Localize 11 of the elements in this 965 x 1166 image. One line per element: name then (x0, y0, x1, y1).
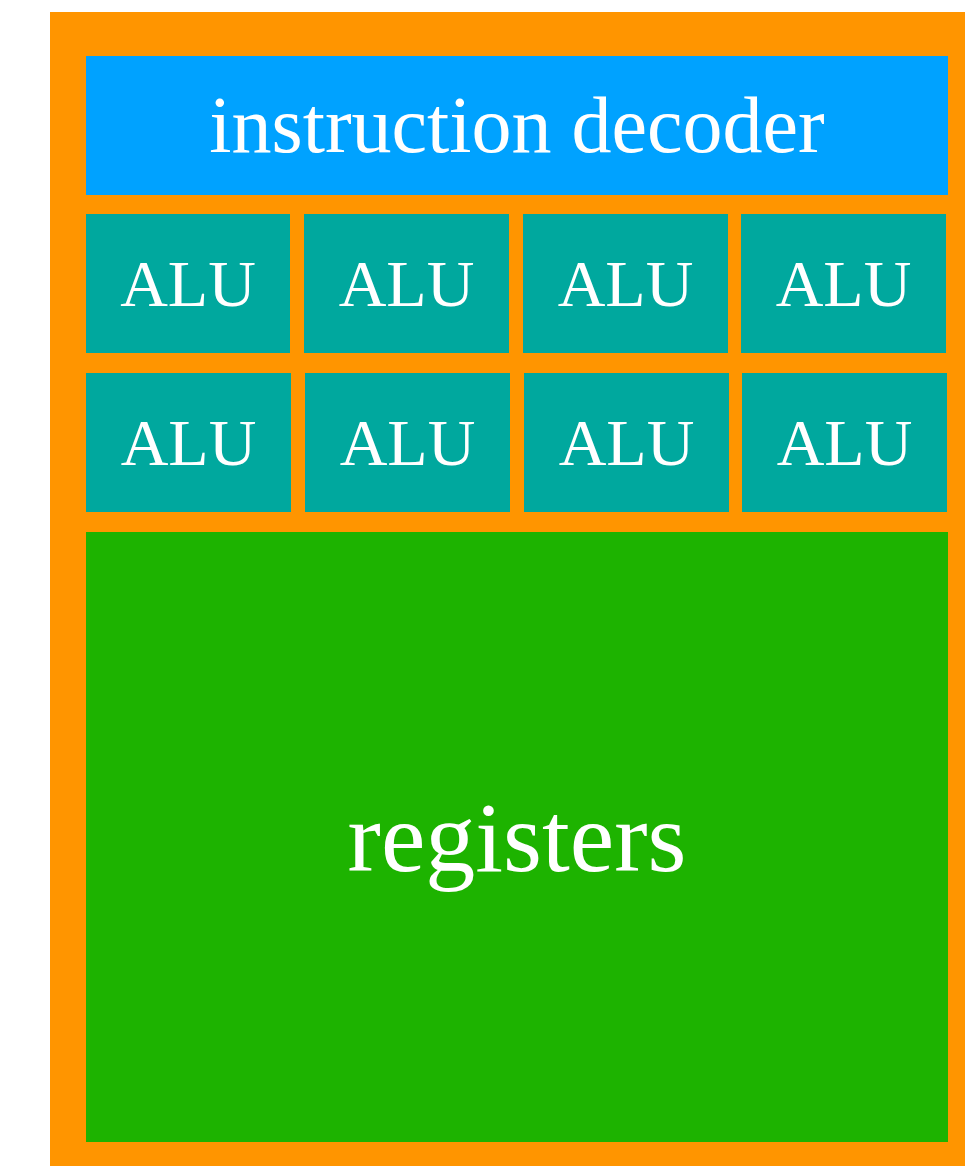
alu-block: ALU (86, 373, 291, 512)
alu-block: ALU (524, 373, 729, 512)
alu-block: ALU (523, 214, 728, 353)
registers-block: registers (86, 532, 948, 1142)
alu-block: ALU (305, 373, 510, 512)
alu-block: ALU (741, 214, 946, 353)
chip-box (50, 12, 965, 1166)
alu-block: ALU (86, 214, 290, 353)
alu-block: ALU (742, 373, 947, 512)
decoder-block: instruction decoder (86, 56, 948, 195)
alu-block: ALU (304, 214, 509, 353)
